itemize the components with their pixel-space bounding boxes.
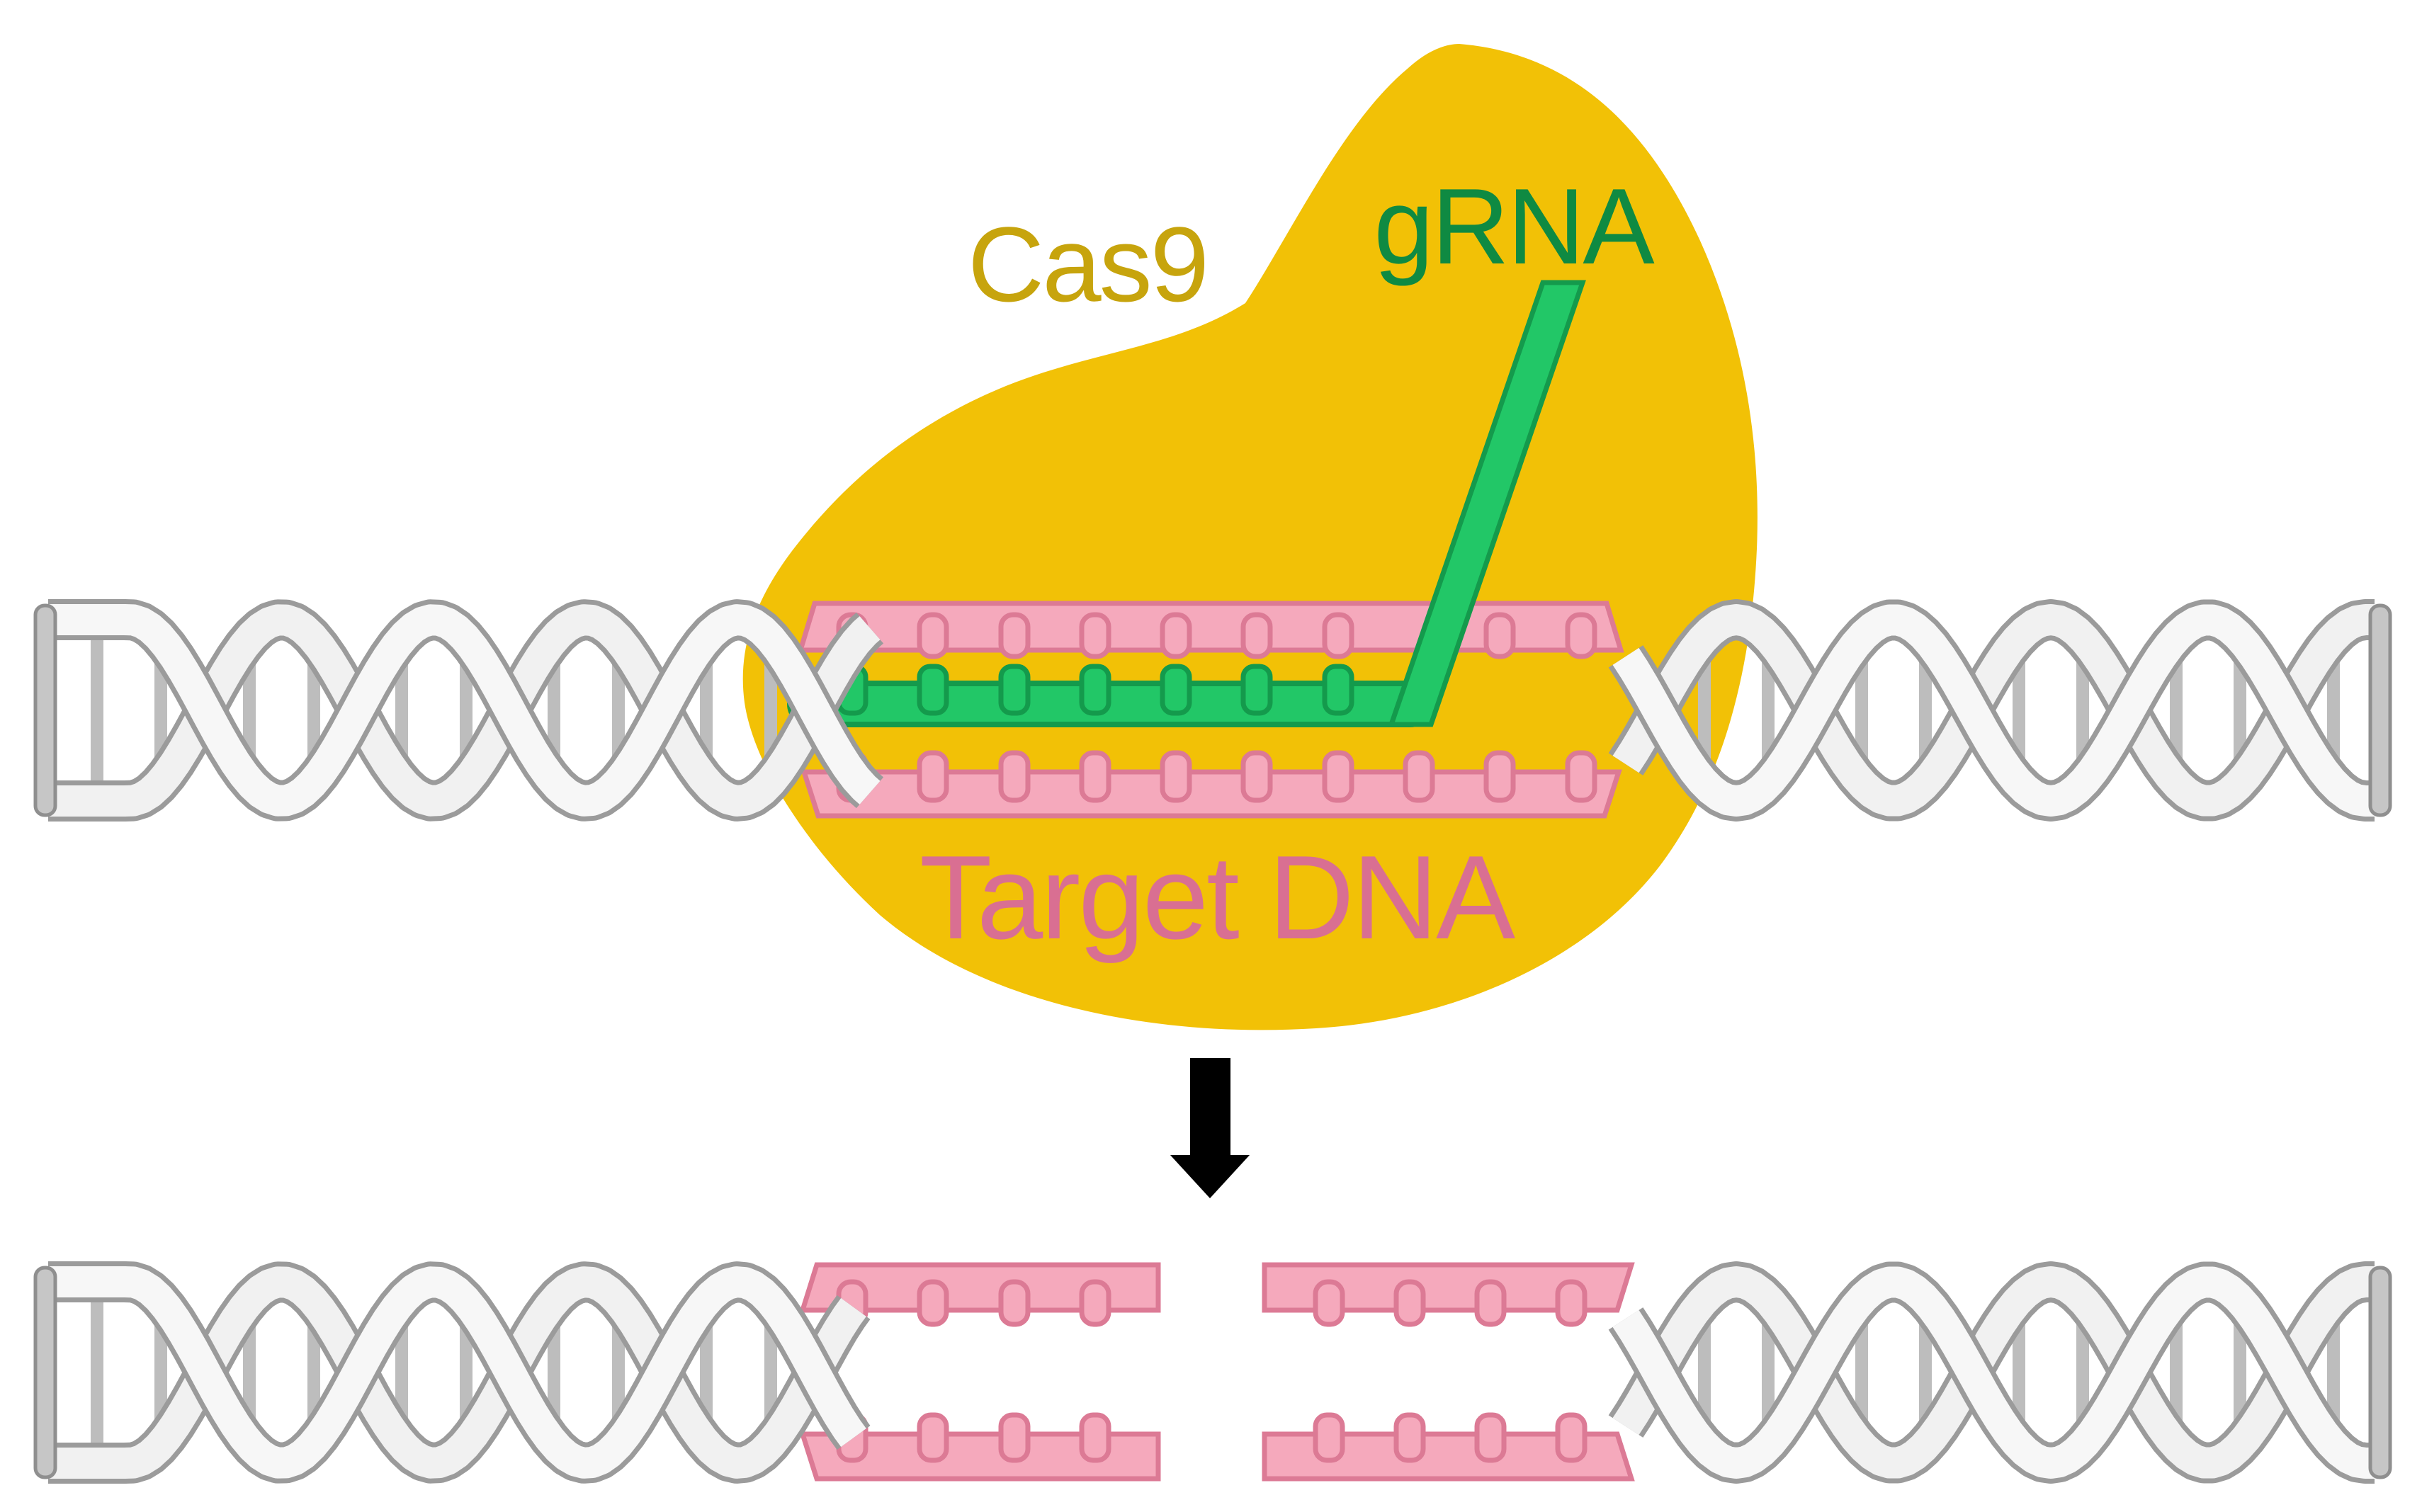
grna-base-tooth <box>1079 664 1111 716</box>
dna-base-tooth <box>998 1412 1031 1463</box>
grna-base-tooth <box>1322 664 1354 716</box>
helix-rung <box>2234 1309 2246 1436</box>
helix-rung <box>1762 647 1775 774</box>
helix-rung <box>2076 647 2089 774</box>
down-arrow-icon <box>1170 1058 1250 1198</box>
dna-base-tooth <box>1322 750 1354 803</box>
dna-base-tooth <box>1160 750 1192 803</box>
target-dna-label: Target DNA <box>919 831 1515 964</box>
cut-dna-top-left <box>799 1262 1161 1313</box>
helix-ribbon-strand <box>41 1266 866 1479</box>
dna-base-tooth <box>998 1279 1031 1327</box>
dna-base-tooth <box>1474 1412 1507 1463</box>
dna-base-tooth <box>1322 612 1354 659</box>
helix-rung <box>1919 1309 1932 1436</box>
grna-base-tooth <box>917 664 949 716</box>
guide-rna <box>787 664 1434 727</box>
helix-ribbon-strand <box>1612 604 2389 817</box>
helix-rung <box>2013 1309 2025 1436</box>
dna-base-tooth <box>1555 1412 1588 1463</box>
helix-end-cap <box>2368 603 2392 817</box>
cas9-label: Cas9 <box>968 205 1207 324</box>
helix-rung <box>1855 647 1868 774</box>
helix-rung <box>154 1309 167 1436</box>
helix-rung <box>1698 1309 1711 1436</box>
cut-dna-top-right <box>1262 1262 1635 1313</box>
bottom-dna-double-helix <box>33 1261 2394 1484</box>
dna-base-tooth <box>1403 750 1435 803</box>
helix-rung <box>1855 1309 1868 1436</box>
helix-ribbon-strand <box>1612 604 2389 817</box>
dna-base-tooth <box>917 1279 949 1327</box>
helix-end-cap <box>33 1266 57 1479</box>
helix-rung <box>2076 1309 2089 1436</box>
cut-dna-bottom-left <box>799 1431 1161 1482</box>
dna-base-tooth <box>998 750 1031 803</box>
helix-rung <box>2327 647 2340 774</box>
helix-rung <box>1919 647 1932 774</box>
dna-base-tooth <box>1483 612 1516 659</box>
grna-base-tooth <box>998 664 1031 716</box>
dna-base-tooth <box>1393 1279 1426 1327</box>
dna-base-tooth <box>1313 1279 1345 1327</box>
helix-ribbon-strand <box>1612 1266 2389 1479</box>
helix-end-cap <box>33 603 57 817</box>
dna-base-tooth <box>917 612 949 659</box>
dna-base-tooth <box>1483 750 1516 803</box>
helix-rung <box>1762 1309 1775 1436</box>
helix-rung <box>91 1291 103 1454</box>
grna-label: gRNA <box>1374 166 1655 287</box>
cut-dna-ends <box>799 1262 1635 1482</box>
helix-ribbon-strand <box>41 1266 866 1479</box>
dna-base-tooth <box>998 612 1031 659</box>
grna-base-tooth <box>1240 664 1273 716</box>
helix-rung <box>2234 647 2246 774</box>
grna-diagonal-strand <box>1388 280 1586 727</box>
dna-base-tooth <box>1079 1412 1111 1463</box>
dna-base-tooth <box>1079 750 1111 803</box>
dna-base-tooth <box>1240 612 1273 659</box>
helix-rung <box>91 629 103 792</box>
dna-base-tooth <box>1313 1412 1345 1463</box>
dna-base-tooth <box>917 1412 949 1463</box>
helix-ribbon-strand <box>41 604 881 817</box>
dna-base-tooth <box>1474 1279 1507 1327</box>
helix-rung <box>1698 647 1711 774</box>
helix-ribbon-strand <box>41 604 881 817</box>
helix-ribbon-strand <box>1612 1266 2389 1479</box>
dna-base-tooth <box>917 750 949 803</box>
dna-base-tooth <box>1079 612 1111 659</box>
arrow-shaft <box>1190 1058 1230 1156</box>
helix-rung <box>2170 1309 2183 1436</box>
dna-base-tooth <box>1565 750 1597 803</box>
dna-base-tooth <box>1393 1412 1426 1463</box>
helix-rung <box>2327 1309 2340 1436</box>
grna-base-tooth <box>1160 664 1192 716</box>
dna-base-tooth <box>1079 1279 1111 1327</box>
helix-rung <box>2170 647 2183 774</box>
arrow-head <box>1170 1155 1250 1198</box>
helix-rung <box>2013 647 2025 774</box>
dna-base-tooth <box>1555 1279 1588 1327</box>
helix-rung <box>154 647 167 773</box>
dna-base-tooth <box>1160 612 1192 659</box>
helix-end-cap <box>2368 1266 2392 1479</box>
dna-base-tooth <box>1240 750 1273 803</box>
top-dna-double-helix <box>33 599 2394 822</box>
dna-base-tooth <box>1565 612 1597 659</box>
